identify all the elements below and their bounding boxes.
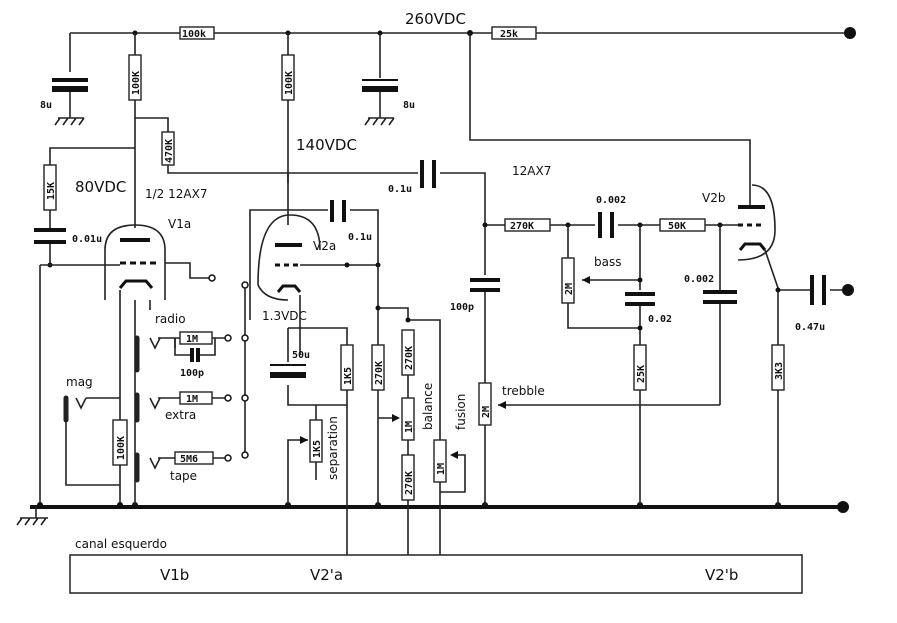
r-5m6: 5M6	[174, 451, 214, 465]
svg-text:3K3: 3K3	[774, 362, 785, 380]
svg-text:470K: 470K	[164, 139, 175, 163]
svg-text:100K: 100K	[131, 71, 142, 95]
svg-text:2M: 2M	[564, 283, 575, 295]
separation-label: separation	[326, 416, 340, 480]
svg-text:100p: 100p	[180, 368, 204, 379]
svg-text:0.002: 0.002	[684, 274, 714, 285]
right-channel-box	[69, 554, 803, 594]
svg-text:0.02: 0.02	[648, 314, 672, 325]
svg-text:15K: 15K	[46, 182, 57, 200]
bass-label: bass	[594, 255, 621, 269]
svg-text:100K: 100K	[116, 436, 127, 460]
cap-100p-radio: 100p	[180, 348, 204, 379]
svg-text:1M: 1M	[186, 334, 198, 345]
svg-text:1M: 1M	[186, 394, 198, 405]
svg-text:8u: 8u	[403, 100, 415, 111]
r-25k-b: 25K	[633, 344, 647, 391]
ground-bus	[16, 501, 849, 526]
svg-text:1K5: 1K5	[312, 440, 323, 458]
balance-label: balance	[421, 383, 435, 430]
trebble-label: trebble	[502, 384, 545, 398]
r-1m-fusion: 1M	[433, 439, 447, 483]
cap-0-1u-couple: 0.1u	[388, 160, 436, 195]
svg-text:270K: 270K	[404, 346, 415, 370]
input-selector	[224, 281, 249, 462]
cap-100p: 100p	[450, 278, 500, 313]
tube-v2b	[737, 184, 776, 261]
svg-text:1K5: 1K5	[343, 367, 354, 385]
r-100k-b: 100K	[281, 54, 295, 101]
svg-text:25K: 25K	[636, 365, 647, 383]
r-2m-bass: 2M	[561, 257, 575, 304]
r-25k: 25k	[491, 26, 537, 40]
tube-v1-name: 1/2 12AX7	[145, 187, 207, 201]
svg-text:1M: 1M	[404, 421, 415, 433]
supply-140-label: 140VDC	[296, 136, 357, 154]
cap-0-1u-fb: 0.1u	[330, 200, 372, 243]
r-1k5-a: 1K5	[340, 344, 354, 391]
r-1m-extra: 1M	[179, 391, 213, 405]
r-470k: 470K	[161, 131, 175, 166]
svg-text:0.1u: 0.1u	[348, 232, 372, 243]
input-radio-label: radio	[155, 312, 186, 326]
r-15k: 15K	[43, 164, 57, 211]
svg-text:50K: 50K	[668, 221, 686, 232]
cap-8u-right: 8u	[362, 33, 415, 126]
cap-0-02: 0.02	[625, 292, 672, 325]
input-extra-label: extra	[165, 408, 196, 422]
r-100k-top: 100k	[179, 26, 215, 40]
supply-80-label: 80VDC	[75, 178, 126, 196]
svg-text:100K: 100K	[284, 71, 295, 95]
svg-text:0.1u: 0.1u	[388, 184, 412, 195]
tube-v2a	[257, 214, 321, 301]
input-tape-label: tape	[170, 469, 197, 483]
cap-0-47u: 0.47u	[795, 275, 826, 333]
cap-0-002-series: 0.002	[596, 195, 626, 238]
svg-text:2M: 2M	[481, 406, 492, 418]
r-1m-balance: 1M	[401, 397, 415, 441]
r-1k5-b-separation: 1K5	[309, 419, 323, 463]
box-v2b-label: V2'b	[705, 566, 738, 584]
v2a-label: V2a	[313, 239, 336, 253]
svg-text:270K: 270K	[404, 471, 415, 495]
r-270k-c: 270K	[401, 454, 415, 501]
r-2m-trebble: 2M	[478, 382, 492, 426]
svg-text:5M6: 5M6	[180, 454, 198, 465]
box-v2a-label: V2'a	[310, 566, 343, 584]
r-100k-input: 100K	[112, 419, 128, 466]
cap-8u-left: 8u	[40, 78, 88, 126]
svg-text:25k: 25k	[500, 29, 518, 40]
r-1m-radio: 1M	[179, 331, 213, 345]
svg-text:50u: 50u	[292, 350, 310, 361]
r-100k-a: 100K	[128, 54, 142, 101]
r-3k3: 3K3	[771, 344, 785, 391]
tube-v1a	[40, 224, 166, 300]
svg-text:0.002: 0.002	[596, 195, 626, 206]
r-270k-b: 270K	[401, 329, 415, 376]
v1a-label: V1a	[168, 217, 191, 231]
fusion-label: fusion	[454, 394, 468, 430]
r-270k-d: 270K	[504, 218, 551, 232]
svg-text:8u: 8u	[40, 100, 52, 111]
cap-0-002-shunt: 0.002	[684, 274, 737, 304]
v2b-label: V2b	[702, 191, 725, 205]
canal-label: canal esquerdo	[75, 537, 167, 551]
svg-text:100k: 100k	[182, 29, 206, 40]
svg-text:270K: 270K	[374, 361, 385, 385]
tube-v2-name: 12AX7	[512, 164, 551, 178]
supply-1-3-label: 1.3VDC	[262, 309, 307, 323]
svg-text:0.47u: 0.47u	[795, 322, 825, 333]
box-v1b-label: V1b	[160, 566, 189, 584]
input-mag-label: mag	[66, 375, 93, 389]
cap-0-01u: 0.01u	[34, 228, 102, 245]
supply-260-label: 260VDC	[405, 10, 466, 28]
r-50k: 50K	[659, 218, 706, 232]
r-270k-a: 270K	[371, 344, 385, 391]
svg-text:270K: 270K	[510, 221, 534, 232]
svg-text:1M: 1M	[436, 463, 447, 475]
cap-50u: 50u	[270, 350, 310, 378]
svg-text:0.01u: 0.01u	[72, 234, 102, 245]
svg-text:100p: 100p	[450, 302, 474, 313]
